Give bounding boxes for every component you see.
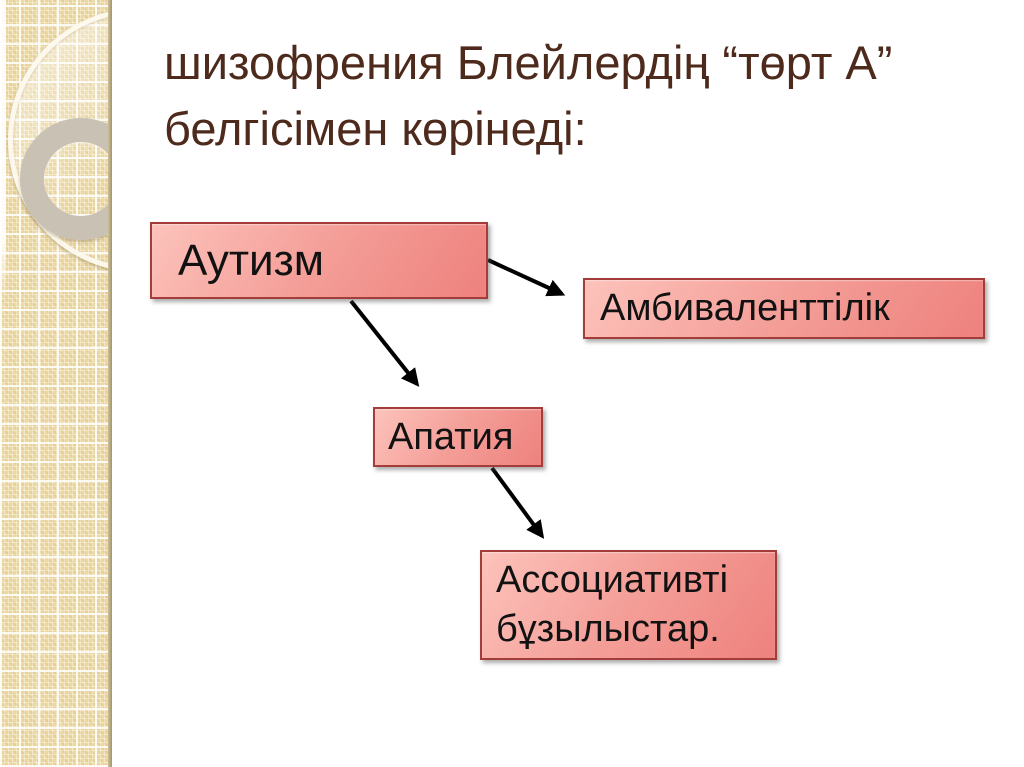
node-associative-label: Ассоциативті бұзылыстар. bbox=[496, 559, 729, 650]
node-ambivalence-label: Амбиваленттілік bbox=[600, 287, 890, 329]
arrow-autism-to-apathy bbox=[349, 299, 420, 387]
arrow-apathy-to-associative bbox=[490, 466, 545, 539]
node-autism: Аутизм bbox=[150, 222, 488, 299]
node-apathy: Апатия bbox=[373, 407, 543, 467]
slide-title-line-1: шизофрения Блейлердің “төрт А” bbox=[164, 36, 893, 89]
arrow-autism-to-ambivalence bbox=[487, 258, 566, 297]
slide-title: шизофрения Блейлердің “төрт А” белгісімен… bbox=[164, 30, 1004, 162]
node-ambivalence: Амбиваленттілік bbox=[583, 278, 985, 339]
node-associative: Ассоциативті бұзылыстар. bbox=[480, 550, 777, 660]
sidebar-right-edge bbox=[108, 0, 112, 767]
sidebar-left-highlight bbox=[0, 0, 6, 300]
slide-title-line-2: белгісімен көрінеді: bbox=[164, 102, 587, 155]
node-autism-label: Аутизм bbox=[178, 235, 325, 285]
sidebar-decoration bbox=[0, 0, 112, 767]
node-apathy-label: Апатия bbox=[388, 415, 514, 458]
